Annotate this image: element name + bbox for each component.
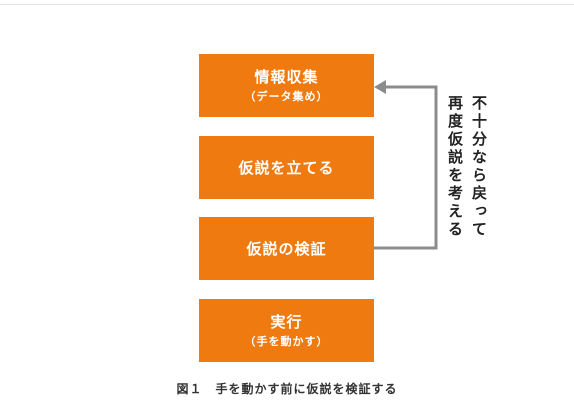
step-title: 情報収集 [254,67,319,86]
step-title: 仮説の検証 [246,239,327,258]
step-box-form-hypothesis: 仮説を立てる [199,136,374,199]
feedback-note: 不十分なら戻って 再度仮説を考える [446,95,488,239]
top-rule [0,4,574,5]
feedback-arrow-head [374,80,386,94]
step-title: 実行 [270,312,303,331]
feedback-arrow-line [374,85,438,250]
step-title: 仮説を立てる [238,158,335,177]
figure-caption: 図１ 手を動かす前に仮説を検証する [176,382,398,396]
feedback-note-line-2: 再度仮説を考える [446,95,464,239]
step-subtitle: （データ集め） [244,89,329,103]
step-box-execute: 実行 （手を動かす） [199,299,374,362]
step-box-verify-hypothesis: 仮説の検証 [199,217,374,280]
step-box-information-gathering: 情報収集 （データ集め） [199,54,374,117]
feedback-note-line-1: 不十分なら戻って [470,95,488,239]
step-subtitle: （手を動かす） [244,334,329,348]
